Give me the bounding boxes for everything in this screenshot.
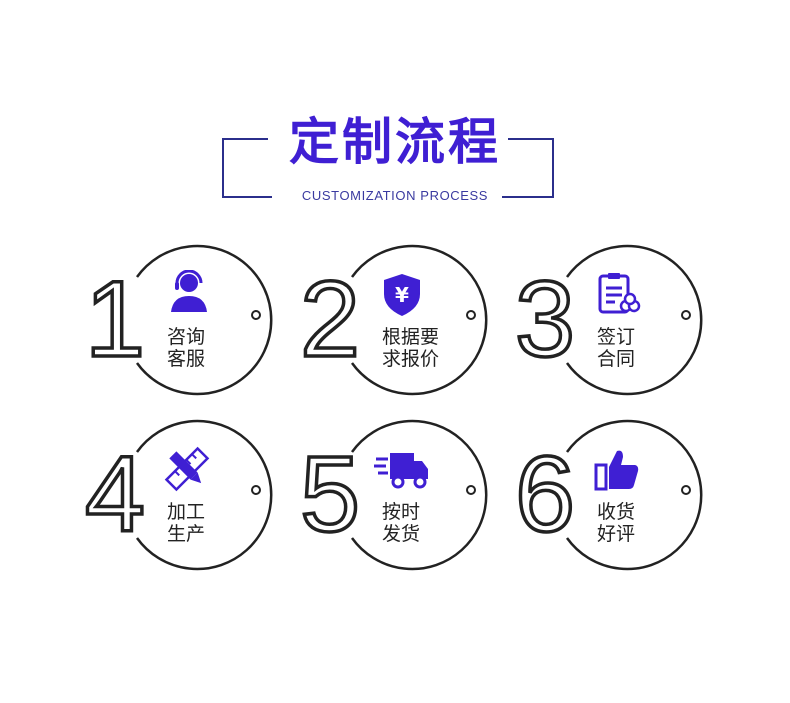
step-6: 6 收货 好评 xyxy=(513,415,725,575)
step-ring xyxy=(135,244,273,396)
step-label-line2: 好评 xyxy=(597,523,636,545)
step-label: 签订 合同 xyxy=(597,326,635,370)
step-number: 6 xyxy=(513,433,577,554)
step-label-line2: 发货 xyxy=(382,523,421,545)
step-number: 2 xyxy=(298,258,362,379)
yuan-shield-icon: ¥ xyxy=(384,274,420,316)
step-label: 按时 发货 xyxy=(382,501,420,545)
step-number: 4 xyxy=(83,433,147,554)
page-title: 定制流程 xyxy=(289,113,501,171)
step-label-line2: 客服 xyxy=(167,348,206,370)
step-number: 3 xyxy=(513,258,577,379)
step-4: 4 加工 生产 xyxy=(83,415,295,575)
step-label-line1: 根据要 xyxy=(382,326,440,348)
step-1: 1 咨询 客服 xyxy=(83,240,295,400)
svg-text:¥: ¥ xyxy=(395,283,409,307)
subtitle-line-left xyxy=(222,196,272,198)
title-frame-left xyxy=(222,138,268,198)
delivery-truck-icon xyxy=(374,453,428,489)
step-label-line2: 生产 xyxy=(167,523,206,545)
step-number: 1 xyxy=(83,258,147,379)
contract-icon xyxy=(598,273,641,314)
step-ring xyxy=(350,244,488,396)
pencil-ruler-icon xyxy=(164,446,210,492)
step-label-line1: 签订 xyxy=(597,326,636,348)
step-ring xyxy=(565,244,703,396)
step-label-line1: 按时 xyxy=(382,501,421,523)
title-frame-right xyxy=(508,138,554,198)
step-5: 5 按时 发货 xyxy=(298,415,510,575)
subtitle-line-right xyxy=(502,196,554,198)
step-label-line1: 咨询 xyxy=(167,326,206,348)
step-ring xyxy=(350,419,488,571)
step-label: 收货 好评 xyxy=(597,501,635,545)
page-subtitle: CUSTOMIZATION PROCESS xyxy=(301,188,489,203)
step-label: 加工 生产 xyxy=(167,501,205,545)
thumbs-up-icon xyxy=(594,450,639,491)
step-3: 3 签订 合同 xyxy=(513,240,725,400)
step-label-line2: 合同 xyxy=(597,348,636,370)
step-label-line1: 加工 xyxy=(167,501,206,523)
customer-service-icon xyxy=(171,270,207,312)
step-2: 2 ¥ 根据要 求报价 xyxy=(298,240,510,400)
step-ring xyxy=(135,419,273,571)
step-label-line1: 收货 xyxy=(597,501,636,523)
step-number: 5 xyxy=(298,433,362,554)
step-label: 咨询 客服 xyxy=(167,326,205,370)
step-label-line2: 求报价 xyxy=(382,348,440,370)
step-ring xyxy=(565,419,703,571)
step-label: 根据要 求报价 xyxy=(382,326,439,370)
